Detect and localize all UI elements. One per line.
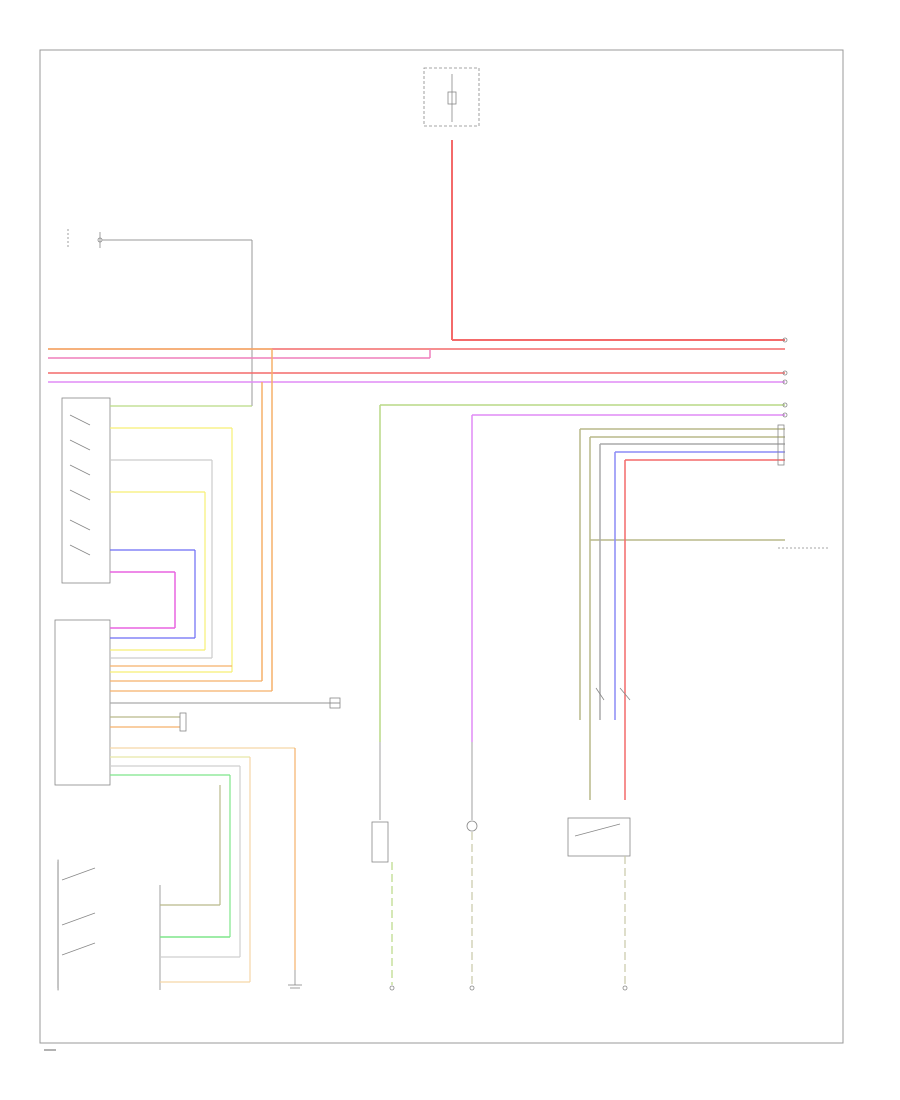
fuse-block xyxy=(423,67,480,127)
front-passenger-switch xyxy=(67,229,103,248)
ground-icon xyxy=(288,970,302,989)
control-unit-pins xyxy=(110,627,340,776)
right-connector-1 xyxy=(777,337,788,466)
diagram-frame xyxy=(39,49,844,1044)
switch-icon xyxy=(57,862,161,990)
lamp-icon xyxy=(466,820,478,832)
switch-icon xyxy=(69,414,91,556)
passenger-door-control-unit xyxy=(54,619,111,786)
switch-icon xyxy=(595,687,631,701)
fuse-icon xyxy=(423,67,480,127)
connector-icon xyxy=(179,697,341,732)
component-a xyxy=(371,742,395,991)
component-b xyxy=(466,742,478,991)
passenger-window-switch xyxy=(61,397,111,584)
component-c xyxy=(567,817,631,991)
